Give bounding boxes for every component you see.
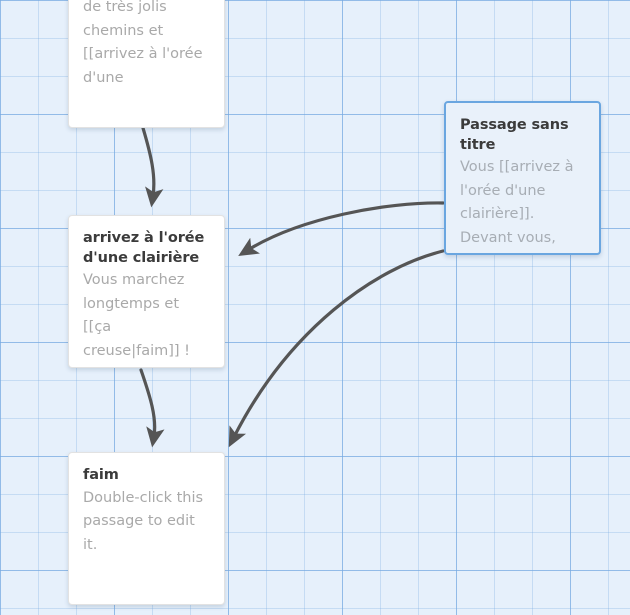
passage-excerpt: Vous marchez longtemps et [[ça creuse|fa…: [83, 272, 190, 359]
passage-excerpt: Vous [[arrivez à l'orée d'une clairière]…: [460, 159, 574, 246]
link-foret-to-clairiere: [141, 126, 164, 208]
passage-title: faim: [83, 467, 119, 483]
link-sanstitre-to-faim: [228, 249, 445, 448]
passage-card-faim[interactable]: faim Double-click this passage to edit i…: [68, 452, 225, 605]
link-sanstitre-to-clairiere: [238, 201, 445, 257]
passage-excerpt: Vous partez sur de très jolis chemins et…: [83, 0, 203, 86]
passage-card-passage-sans-titre[interactable]: Passage sans titre Vous [[arrivez à l'or…: [444, 101, 601, 255]
passage-card-en-foret[interactable]: en forêt Vous partez sur de très jolis c…: [68, 0, 225, 128]
passage-excerpt: Double-click this passage to edit it.: [83, 489, 204, 553]
passage-title: Passage sans titre: [460, 117, 569, 153]
link-clairiere-to-faim: [139, 368, 165, 448]
passage-title: arrivez à l'orée d'une clairière: [83, 230, 205, 266]
passage-card-arrivez-a-loree-dune-clairiere[interactable]: arrivez à l'orée d'une clairière Vous ma…: [68, 215, 225, 368]
